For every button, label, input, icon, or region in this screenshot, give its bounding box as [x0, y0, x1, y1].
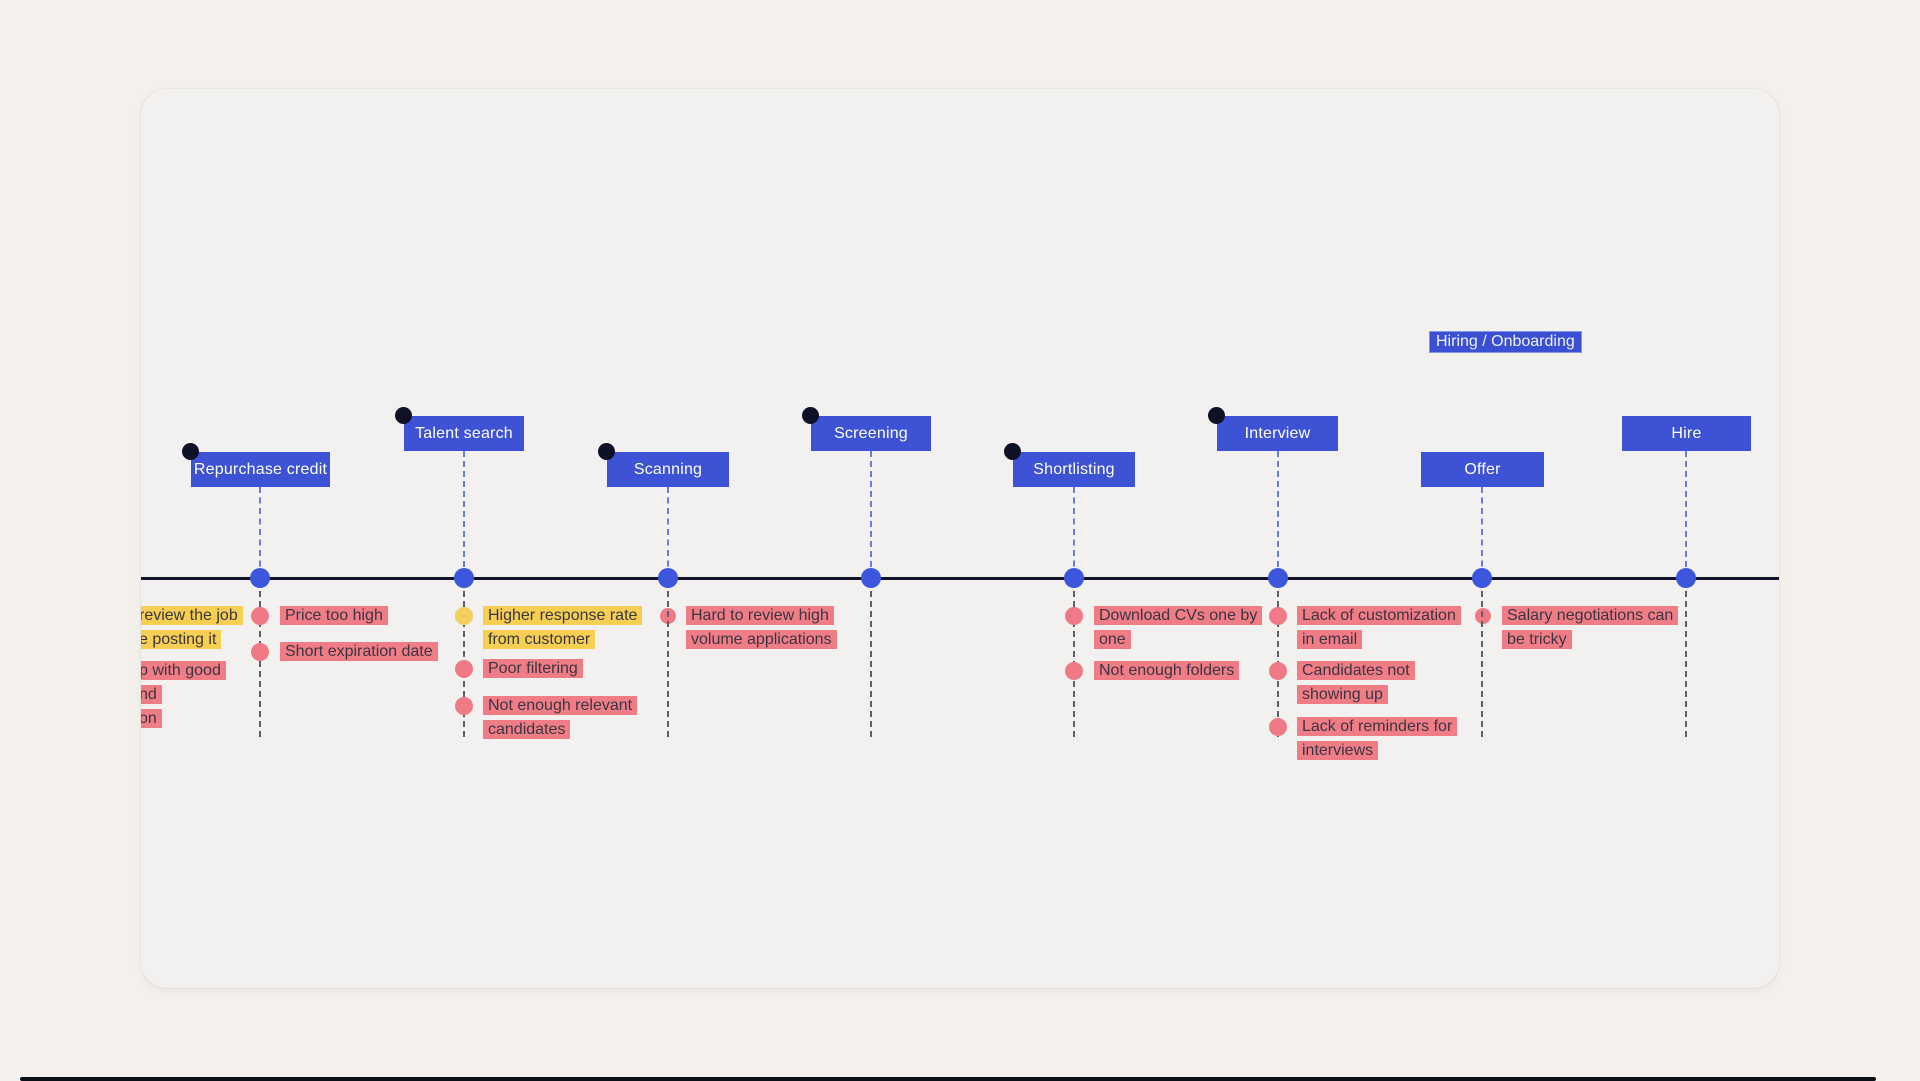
pain-bullet-icon	[1065, 662, 1083, 680]
sticky-note-text: Candidates not showing up	[1297, 661, 1415, 704]
pain-bullet-icon	[1269, 662, 1287, 680]
stage-connector-lower	[1685, 591, 1687, 737]
sticky-note[interactable]: Higher response rate from customer	[483, 604, 643, 652]
pain-bullet-icon	[1475, 608, 1491, 624]
stage-connector-upper	[870, 451, 872, 577]
sticky-note-text: Higher response rate from customer	[483, 606, 643, 649]
sticky-note[interactable]: Hard to review high volume applications	[686, 604, 837, 652]
stage-handle-dot	[598, 443, 615, 460]
section-title[interactable]: Hiring / Onboarding	[1429, 331, 1582, 353]
stage-label-repurchase-credit[interactable]: Repurchase credit	[191, 452, 330, 487]
sticky-note[interactable]: p with good nd on	[141, 659, 226, 731]
stage-connector-upper	[667, 487, 669, 577]
timeline-node[interactable]	[1268, 568, 1288, 588]
sticky-note[interactable]: Not enough folders	[1094, 659, 1240, 683]
sticky-note-text: Download CVs one by one	[1094, 606, 1263, 649]
pain-bullet-icon	[1269, 718, 1287, 736]
stage-connector-lower	[667, 591, 669, 737]
sticky-note-text: p with good nd on	[141, 661, 226, 728]
stage-connector-lower	[1481, 591, 1483, 737]
sticky-note[interactable]: Not enough relevant candidates	[483, 694, 638, 742]
pain-bullet-icon	[1065, 607, 1083, 625]
sticky-note-text: Poor filtering	[483, 659, 583, 678]
sticky-note[interactable]: Price too high	[280, 604, 388, 628]
pain-bullet-icon	[455, 660, 473, 678]
pain-bullet-icon	[251, 643, 269, 661]
sticky-note-text: Not enough relevant candidates	[483, 696, 638, 739]
bottom-edge-bar	[20, 1077, 1876, 1081]
stage-label-offer[interactable]: Offer	[1421, 452, 1544, 487]
sticky-note[interactable]: Lack of reminders for interviews	[1297, 715, 1458, 763]
stage-label-talent-search[interactable]: Talent search	[404, 416, 524, 451]
stage-connector-upper	[259, 487, 261, 577]
timeline-node[interactable]	[1064, 568, 1084, 588]
whiteboard-card: Hiring / Onboarding Repurchase credit re…	[141, 89, 1779, 988]
stage-connector-upper	[463, 451, 465, 577]
stage-connector-upper	[1481, 487, 1483, 577]
sticky-note-text: Not enough folders	[1094, 661, 1240, 680]
sticky-note-text: Price too high	[280, 606, 388, 625]
timeline-node[interactable]	[658, 568, 678, 588]
sticky-note-text: Lack of reminders for interviews	[1297, 717, 1458, 760]
stage-handle-dot	[395, 407, 412, 424]
timeline-node[interactable]	[861, 568, 881, 588]
stage-label-interview[interactable]: Interview	[1217, 416, 1338, 451]
stage-connector-lower	[870, 591, 872, 737]
timeline-axis	[141, 577, 1779, 580]
timeline-node[interactable]	[250, 568, 270, 588]
pain-bullet-icon	[455, 607, 473, 625]
timeline-node[interactable]	[1676, 568, 1696, 588]
stage-label-scanning[interactable]: Scanning	[607, 452, 729, 487]
sticky-note[interactable]: Salary negotiations can be tricky	[1502, 604, 1679, 652]
stage-label-hire[interactable]: Hire	[1622, 416, 1751, 451]
timeline-node[interactable]	[1472, 568, 1492, 588]
sticky-note[interactable]: Candidates not showing up	[1297, 659, 1415, 707]
sticky-note[interactable]: Short expiration date	[280, 640, 438, 664]
stage-handle-dot	[802, 407, 819, 424]
sticky-note-text: Lack of customization in email	[1297, 606, 1461, 649]
pain-bullet-icon	[455, 697, 473, 715]
sticky-note[interactable]: Download CVs one by one	[1094, 604, 1263, 652]
sticky-note[interactable]: Lack of customization in email	[1297, 604, 1461, 652]
stage-label-shortlisting[interactable]: Shortlisting	[1013, 452, 1135, 487]
stage-handle-dot	[1004, 443, 1021, 460]
pain-bullet-icon	[1269, 607, 1287, 625]
timeline-node[interactable]	[454, 568, 474, 588]
pain-bullet-icon	[251, 607, 269, 625]
stage-connector-lower	[259, 591, 261, 737]
stage-connector-upper	[1073, 487, 1075, 577]
sticky-note-text: review the job e posting it	[141, 606, 243, 649]
stage-label-screening[interactable]: Screening	[811, 416, 931, 451]
journey-map-canvas: Hiring / Onboarding Repurchase credit re…	[141, 89, 1779, 988]
stage-connector-upper	[1685, 451, 1687, 577]
sticky-note-text: Hard to review high volume applications	[686, 606, 837, 649]
sticky-note-text: Salary negotiations can be tricky	[1502, 606, 1679, 649]
stage-connector-upper	[1277, 451, 1279, 577]
stage-handle-dot	[1208, 407, 1225, 424]
sticky-note[interactable]: Poor filtering	[483, 657, 583, 681]
stage-handle-dot	[182, 443, 199, 460]
sticky-note[interactable]: review the job e posting it	[141, 604, 243, 652]
sticky-note-text: Short expiration date	[280, 642, 438, 661]
